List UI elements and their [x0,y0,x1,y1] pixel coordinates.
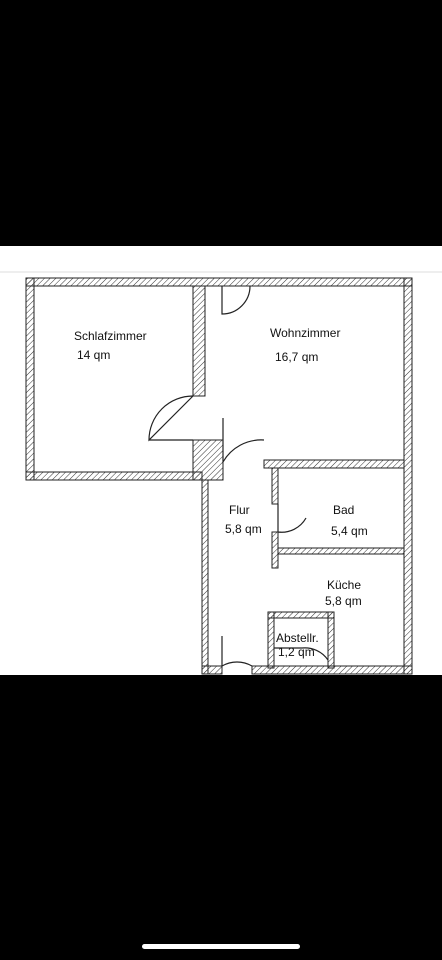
door-swings [148,285,329,668]
floorplan-drawing: Schlafzimmer 14 qm Wohnzimmer 16,7 qm Fl… [0,271,442,675]
walls [25,277,413,675]
room-area-schlafzimmer: 14 qm [77,348,110,362]
door-entrance [221,636,253,668]
room-area-abstellraum: 1,2 qm [278,645,315,659]
room-name-abstellraum: Abstellr. [276,631,319,645]
wall-bedroom-living [192,285,206,397]
wall-bath-upper [271,467,279,505]
wall-left-hall [201,479,209,675]
wall-bottom-bedroom [25,471,203,481]
wall-storage-top [267,611,335,619]
wall-storage-left [267,611,275,669]
room-name-wohnzimmer: Wohnzimmer [270,326,340,340]
door-living [222,418,265,465]
wall-living-bottom [263,459,405,469]
wall-left-bedroom [25,277,35,481]
door-storage [274,647,329,661]
room-name-kueche: Küche [327,578,361,592]
wall-corner-pillar [192,439,224,481]
room-name-schlafzimmer: Schlafzimmer [74,329,147,343]
room-area-wohnzimmer: 16,7 qm [275,350,318,364]
door-living-top [221,285,251,315]
door-bath [277,504,307,533]
door-bedroom [148,395,194,442]
room-name-flur: Flur [229,503,250,517]
wall-right [403,277,413,675]
room-area-flur: 5,8 qm [225,522,262,536]
room-area-bad: 5,4 qm [331,524,368,538]
wall-bath-lower [271,531,279,569]
floorplan-image: Schlafzimmer 14 qm Wohnzimmer 16,7 qm Fl… [0,246,442,675]
wall-storage-right [327,611,335,669]
room-area-kueche: 5,8 qm [325,594,362,608]
room-name-bad: Bad [333,503,354,517]
wall-bath-kitchen [277,547,405,555]
home-indicator-bar[interactable] [142,944,300,949]
wall-bottom-left [201,665,223,675]
room-labels: Schlafzimmer 14 qm Wohnzimmer 16,7 qm Fl… [74,326,368,659]
wall-top [25,277,413,287]
